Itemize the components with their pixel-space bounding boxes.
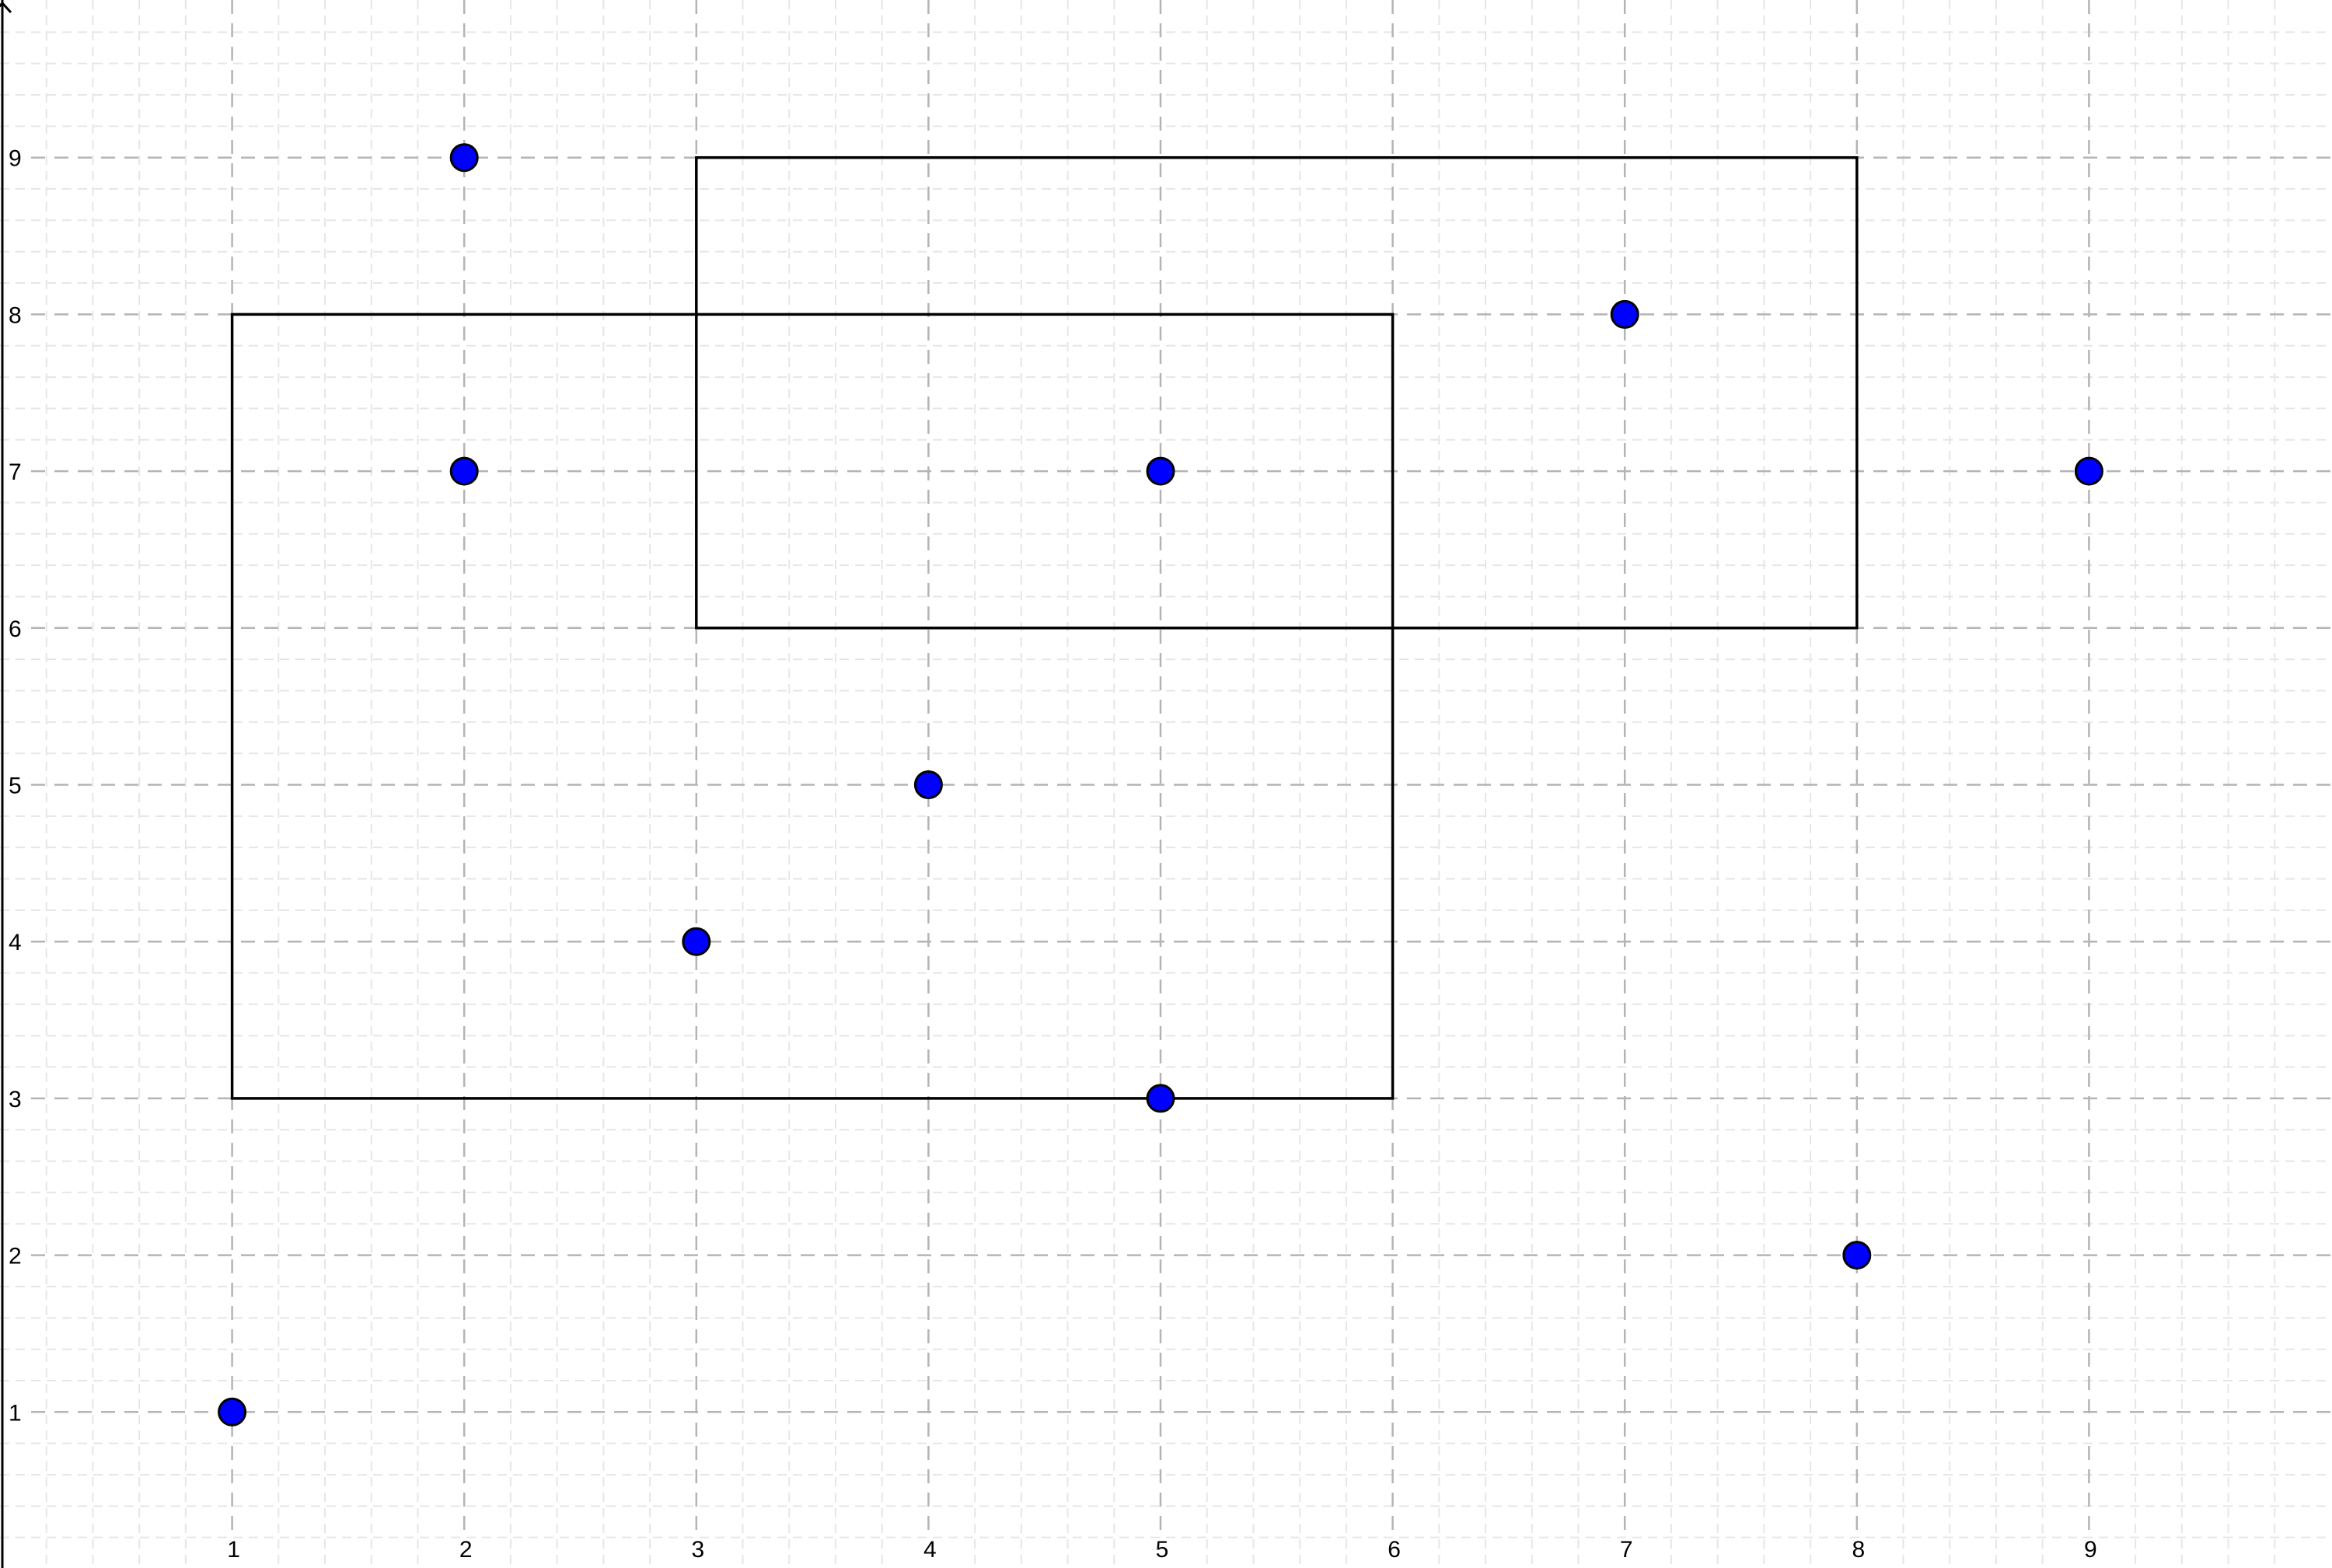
data-point bbox=[1146, 456, 1175, 486]
x-tick-label: 9 bbox=[2084, 1537, 2097, 1563]
y-tick-label: 1 bbox=[9, 1400, 22, 1426]
data-point bbox=[449, 456, 479, 486]
data-points bbox=[218, 143, 2103, 1427]
rectangles bbox=[230, 155, 1859, 1100]
x-tick-labels: 1 2 3 4 5 6 7 8 9 bbox=[227, 1537, 2096, 1563]
data-point bbox=[449, 143, 479, 173]
y-tick-label: 3 bbox=[9, 1087, 22, 1112]
y-tick-label: 9 bbox=[9, 146, 22, 172]
y-tick-label: 4 bbox=[9, 930, 22, 955]
data-point bbox=[1146, 1084, 1175, 1113]
major-grid bbox=[31, 0, 2332, 1537]
x-tick-label: 7 bbox=[1620, 1537, 1633, 1563]
y-axis-arrow bbox=[0, 1, 12, 14]
y-tick-label: 6 bbox=[9, 616, 22, 642]
y-tick-label: 5 bbox=[9, 774, 22, 799]
x-tick-label: 2 bbox=[459, 1537, 473, 1563]
x-tick-label: 4 bbox=[923, 1537, 937, 1563]
x-tick-label: 3 bbox=[691, 1537, 704, 1563]
data-point bbox=[2074, 456, 2103, 486]
x-tick-label: 5 bbox=[1156, 1537, 1169, 1563]
y-tick-label: 7 bbox=[9, 459, 22, 485]
y-tick-label: 8 bbox=[9, 302, 22, 328]
rectangle-1 bbox=[230, 313, 1395, 1100]
data-point bbox=[218, 1397, 247, 1427]
x-tick-label: 1 bbox=[227, 1537, 240, 1563]
data-point bbox=[913, 770, 943, 799]
rectangle-2 bbox=[695, 155, 1859, 630]
data-point bbox=[1842, 1241, 1872, 1270]
y-axis bbox=[0, 0, 12, 1568]
x-tick-label: 8 bbox=[1852, 1537, 1865, 1563]
y-tick-labels: 1 2 3 4 5 6 7 8 9 bbox=[9, 146, 22, 1427]
y-tick-label: 2 bbox=[9, 1244, 22, 1269]
data-point bbox=[1610, 299, 1639, 329]
data-point bbox=[682, 927, 711, 956]
x-tick-label: 6 bbox=[1388, 1537, 1401, 1563]
